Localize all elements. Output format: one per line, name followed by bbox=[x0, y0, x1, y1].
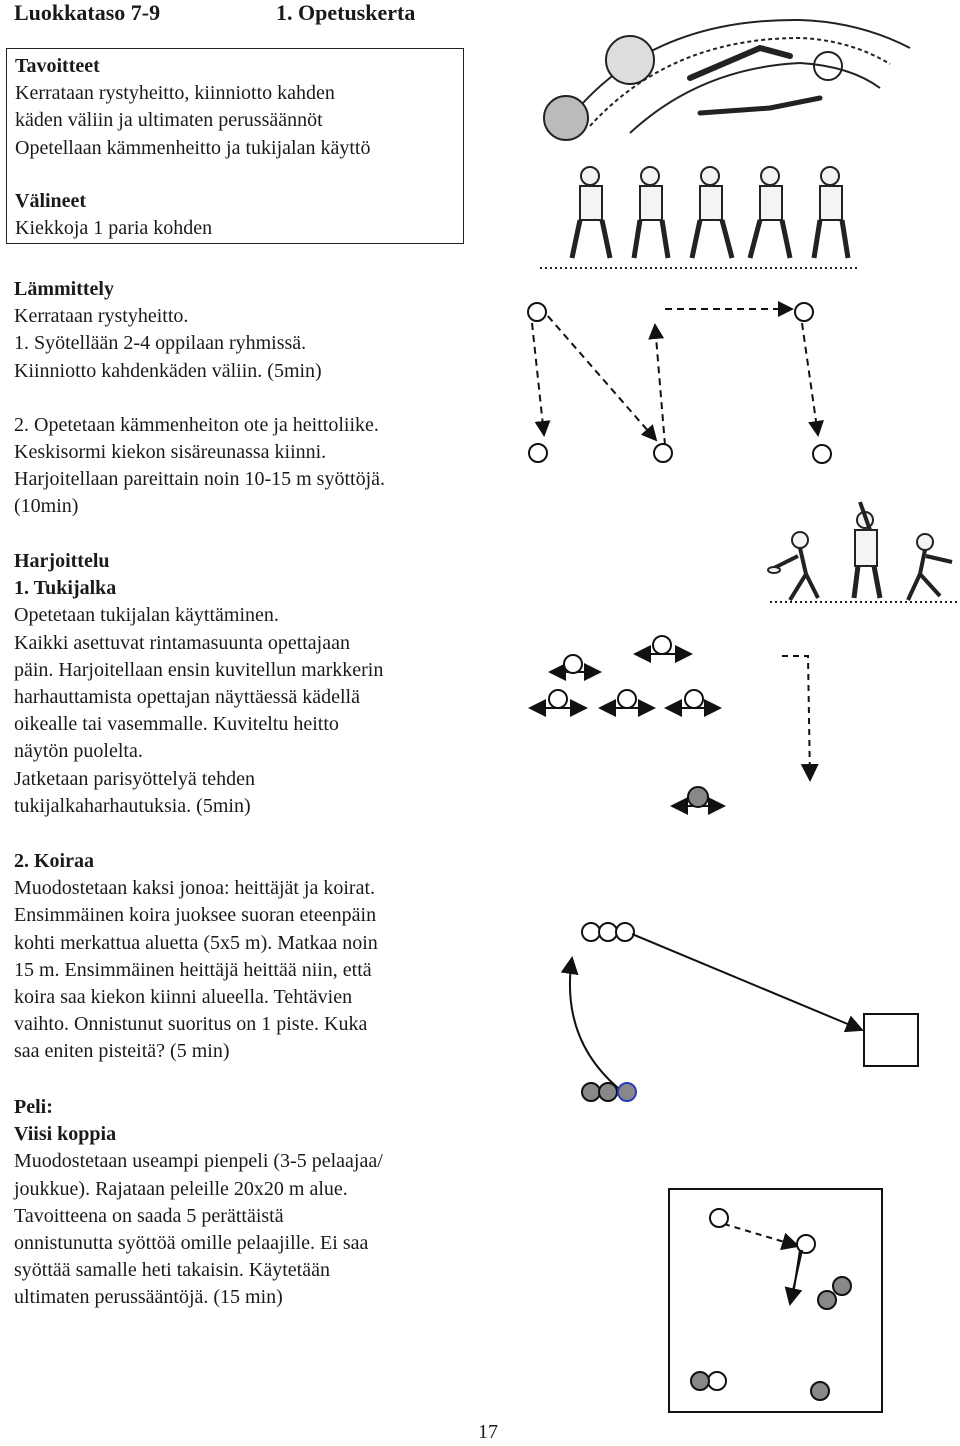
goal-line: Opetellaan kämmenheitto ja tukijalan käy… bbox=[15, 136, 371, 159]
drill1-line: oikealle tai vasemmalle. Kuviteltu heitt… bbox=[14, 713, 339, 736]
pivot-drill-diagram bbox=[528, 635, 819, 815]
warmup-line: Harjoitellaan pareittain noin 10-15 m sy… bbox=[14, 468, 386, 491]
game-line: syöttää samalle heti takaisin. Käytetään bbox=[14, 1259, 330, 1282]
drill2-section: 2. Koiraa Muodostetaan kaksi jonoa: heit… bbox=[14, 848, 378, 1066]
drill2-title: 2. Koiraa bbox=[14, 850, 94, 872]
warmup-intro: Kerrataan rystyheitto. bbox=[14, 305, 189, 328]
throw-arc-illustration bbox=[543, 18, 911, 141]
drill2-line: Ensimmäinen koira juoksee suoran eteenpä… bbox=[14, 904, 377, 927]
drill2-line: vaihto. Onnistunut suoritus on 1 piste. … bbox=[14, 1013, 368, 1036]
game-line: ultimaten perussääntöjä. (15 min) bbox=[14, 1286, 283, 1309]
game-line: Muodostetaan useampi pienpeli (3-5 pelaa… bbox=[14, 1150, 383, 1173]
grade-level: Luokkataso 7-9 bbox=[14, 0, 161, 25]
drill2-line: 15 m. Ensimmäinen heittäjä heittää niin,… bbox=[14, 958, 372, 981]
drill2-line: koira saa kiekon kiinni alueella. Tehtäv… bbox=[14, 986, 353, 1009]
five-catches-diagram bbox=[668, 1188, 883, 1413]
warmup-passing-diagram bbox=[527, 301, 832, 464]
warmup-section: Lämmittely Kerrataan rystyheitto. 1. Syö… bbox=[14, 276, 385, 521]
game-title: Viisi koppia bbox=[14, 1123, 117, 1146]
drill1-line: tukijalkaharhautuksia. (5min) bbox=[14, 794, 251, 817]
practice-title: Harjoittelu bbox=[14, 550, 110, 572]
drill1-line: harhauttamista opettajan näyttäessä käde… bbox=[14, 686, 360, 709]
warmup-line: (10min) bbox=[14, 495, 79, 518]
goals-title: Tavoitteet bbox=[15, 55, 100, 77]
warmup-line: Kiinniotto kahdenkäden väliin. (5min) bbox=[14, 359, 322, 382]
drill1-line: Opetetaan tukijalan käyttäminen. bbox=[14, 604, 279, 627]
game-section: Peli: Viisi koppia Muodostetaan useampi … bbox=[14, 1094, 383, 1312]
goal-line: Kerrataan rystyheitto, kiinniotto kahden bbox=[15, 82, 335, 105]
drill1-line: Kaikki asettuvat rintamasuunta opettajaa… bbox=[14, 631, 350, 654]
warmup-line: 1. Syötellään 2-4 oppilaan ryhmissä. bbox=[14, 332, 307, 355]
warmup-line: 2. Opetetaan kämmenheiton ote ja heittol… bbox=[14, 413, 379, 436]
drill2-line: saa eniten pisteitä? (5 min) bbox=[14, 1040, 230, 1063]
dog-drill-diagram bbox=[560, 922, 919, 1102]
goals-box: Tavoitteet Kerrataan rystyheitto, kiinni… bbox=[6, 48, 464, 244]
game-line: Tavoitteena on saada 5 perättäistä bbox=[14, 1204, 284, 1227]
equipment-title: Välineet bbox=[15, 189, 87, 212]
page-header: Luokkataso 7-9 1. Opetuskerta bbox=[14, 0, 415, 26]
equipment-text: Kiekkoja 1 paria kohden bbox=[15, 217, 213, 240]
drill2-line: kohti merkattua aluetta (5x5 m). Matkaa … bbox=[14, 931, 378, 954]
game-label: Peli: bbox=[14, 1096, 53, 1118]
game-line: joukkue). Rajataan peleille 20x20 m alue… bbox=[14, 1177, 348, 1200]
player-sequence-illustration bbox=[540, 166, 860, 269]
game-line: onnistunutta syöttöä omille pelaajille. … bbox=[14, 1232, 369, 1255]
drill1-line: Jatketaan parisyöttelyä tehden bbox=[14, 767, 256, 790]
session-title: 1. Opetuskerta bbox=[276, 0, 416, 25]
page-number: 17 bbox=[478, 1421, 498, 1443]
warmup-line: Keskisormi kiekon sisäreunassa kiinni. bbox=[14, 441, 327, 464]
practice-section: Harjoittelu 1. Tukijalka Opetetaan tukij… bbox=[14, 548, 383, 820]
forehand-players-illustration bbox=[767, 501, 960, 603]
warmup-title: Lämmittely bbox=[14, 278, 114, 300]
drill2-line: Muodostetaan kaksi jonoa: heittäjät ja k… bbox=[14, 877, 376, 900]
drill1-title: 1. Tukijalka bbox=[14, 577, 117, 600]
drill1-line: näytön puolelta. bbox=[14, 740, 143, 763]
drill1-line: päin. Harjoitellaan ensin kuvitellun mar… bbox=[14, 658, 384, 681]
goal-line: käden väliin ja ultimaten perussäännöt bbox=[15, 109, 323, 132]
